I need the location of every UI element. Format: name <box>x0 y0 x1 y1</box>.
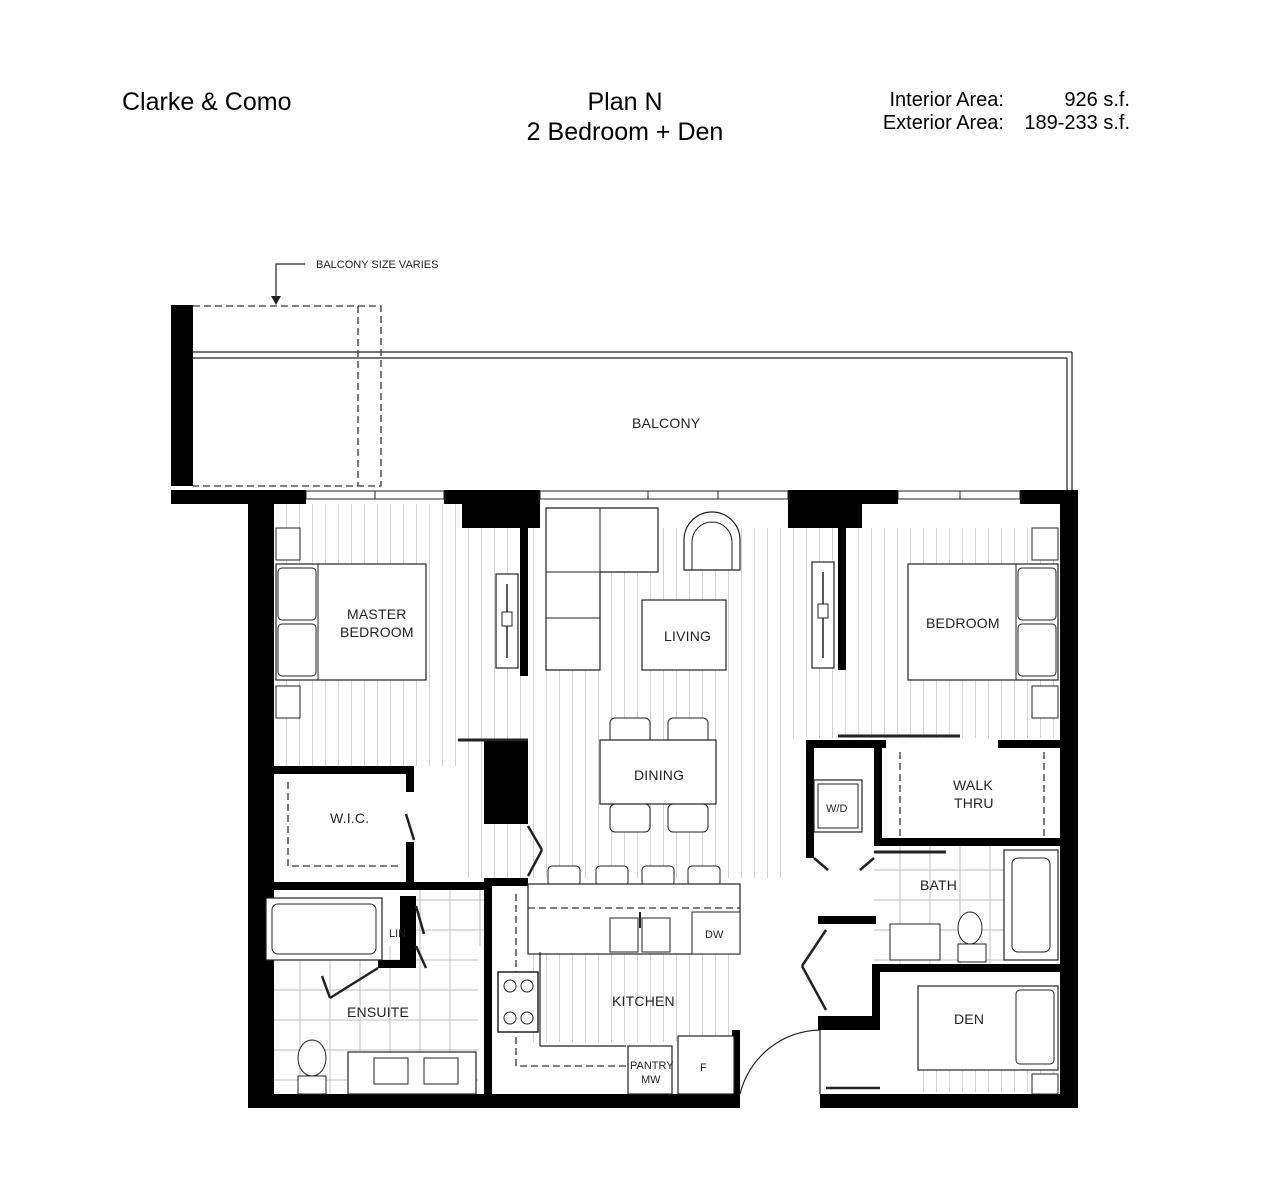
kitchen-fixtures <box>497 883 741 1095</box>
balcony-note-label: BALCONY SIZE VARIES <box>316 259 438 271</box>
doors <box>320 734 960 1095</box>
microwave-label: MW <box>641 1074 661 1086</box>
bath-fixtures <box>889 849 1059 963</box>
balcony: BALCONY <box>171 305 1073 490</box>
wardrobes <box>287 561 1045 867</box>
dining-furniture <box>547 717 721 887</box>
interior-area-value: 926 s.f. <box>1064 89 1130 111</box>
living-label: LIVING <box>664 628 711 644</box>
plan-name: Plan N <box>587 88 663 116</box>
exterior-area-value: 189-233 s.f. <box>1024 112 1130 134</box>
bedroom-furniture <box>907 527 1059 719</box>
windows <box>305 490 1021 500</box>
living-furniture <box>545 507 741 671</box>
bath-label: BATH <box>920 877 957 893</box>
exterior-area-row: Exterior Area: 189-233 s.f. <box>868 112 1130 135</box>
room-labels: MASTER BEDROOM LIVING BEDROOM DINING W.I… <box>330 606 1000 1086</box>
area-summary: Interior Area: 926 s.f. Exterior Area: 1… <box>868 89 1130 135</box>
master-label-1: MASTER <box>347 606 407 622</box>
project-name: Clarke & Como <box>122 88 292 116</box>
den-furniture <box>917 985 1059 1095</box>
plan-type: 2 Bedroom + Den <box>526 118 724 146</box>
den-label: DEN <box>954 1011 984 1027</box>
linen-label: LIN <box>389 928 406 940</box>
balcony-label: BALCONY <box>632 415 701 431</box>
exterior-walls <box>171 490 1078 1108</box>
kitchen-label: KITCHEN <box>612 993 675 1009</box>
interior-area-label: Interior Area: <box>889 89 1004 111</box>
master-label-2: BEDROOM <box>340 624 414 640</box>
dw-label: DW <box>705 929 724 941</box>
ensuite-label: ENSUITE <box>347 1004 409 1020</box>
wic-label: W.I.C. <box>330 810 369 826</box>
balcony-size-note: BALCONY SIZE VARIES <box>271 259 438 305</box>
wd-label: W/D <box>826 803 847 815</box>
dining-label: DINING <box>634 767 684 783</box>
walk-thru-label-1: WALK <box>953 777 993 793</box>
ensuite-fixtures <box>265 897 477 1095</box>
exterior-area-label: Exterior Area: <box>882 112 1004 134</box>
master-bedroom-furniture <box>275 527 427 719</box>
interior-walls <box>264 528 1060 1108</box>
pantry-label: PANTRY <box>630 1060 674 1072</box>
bedroom-label: BEDROOM <box>926 615 1000 631</box>
walk-thru-label-2: THRU <box>954 795 994 811</box>
fridge-label: F <box>700 1062 707 1074</box>
interior-area-row: Interior Area: 926 s.f. <box>868 89 1130 112</box>
laundry-fixtures <box>813 779 863 833</box>
plan-title-block: Plan N 2 Bedroom + Den <box>440 87 810 147</box>
